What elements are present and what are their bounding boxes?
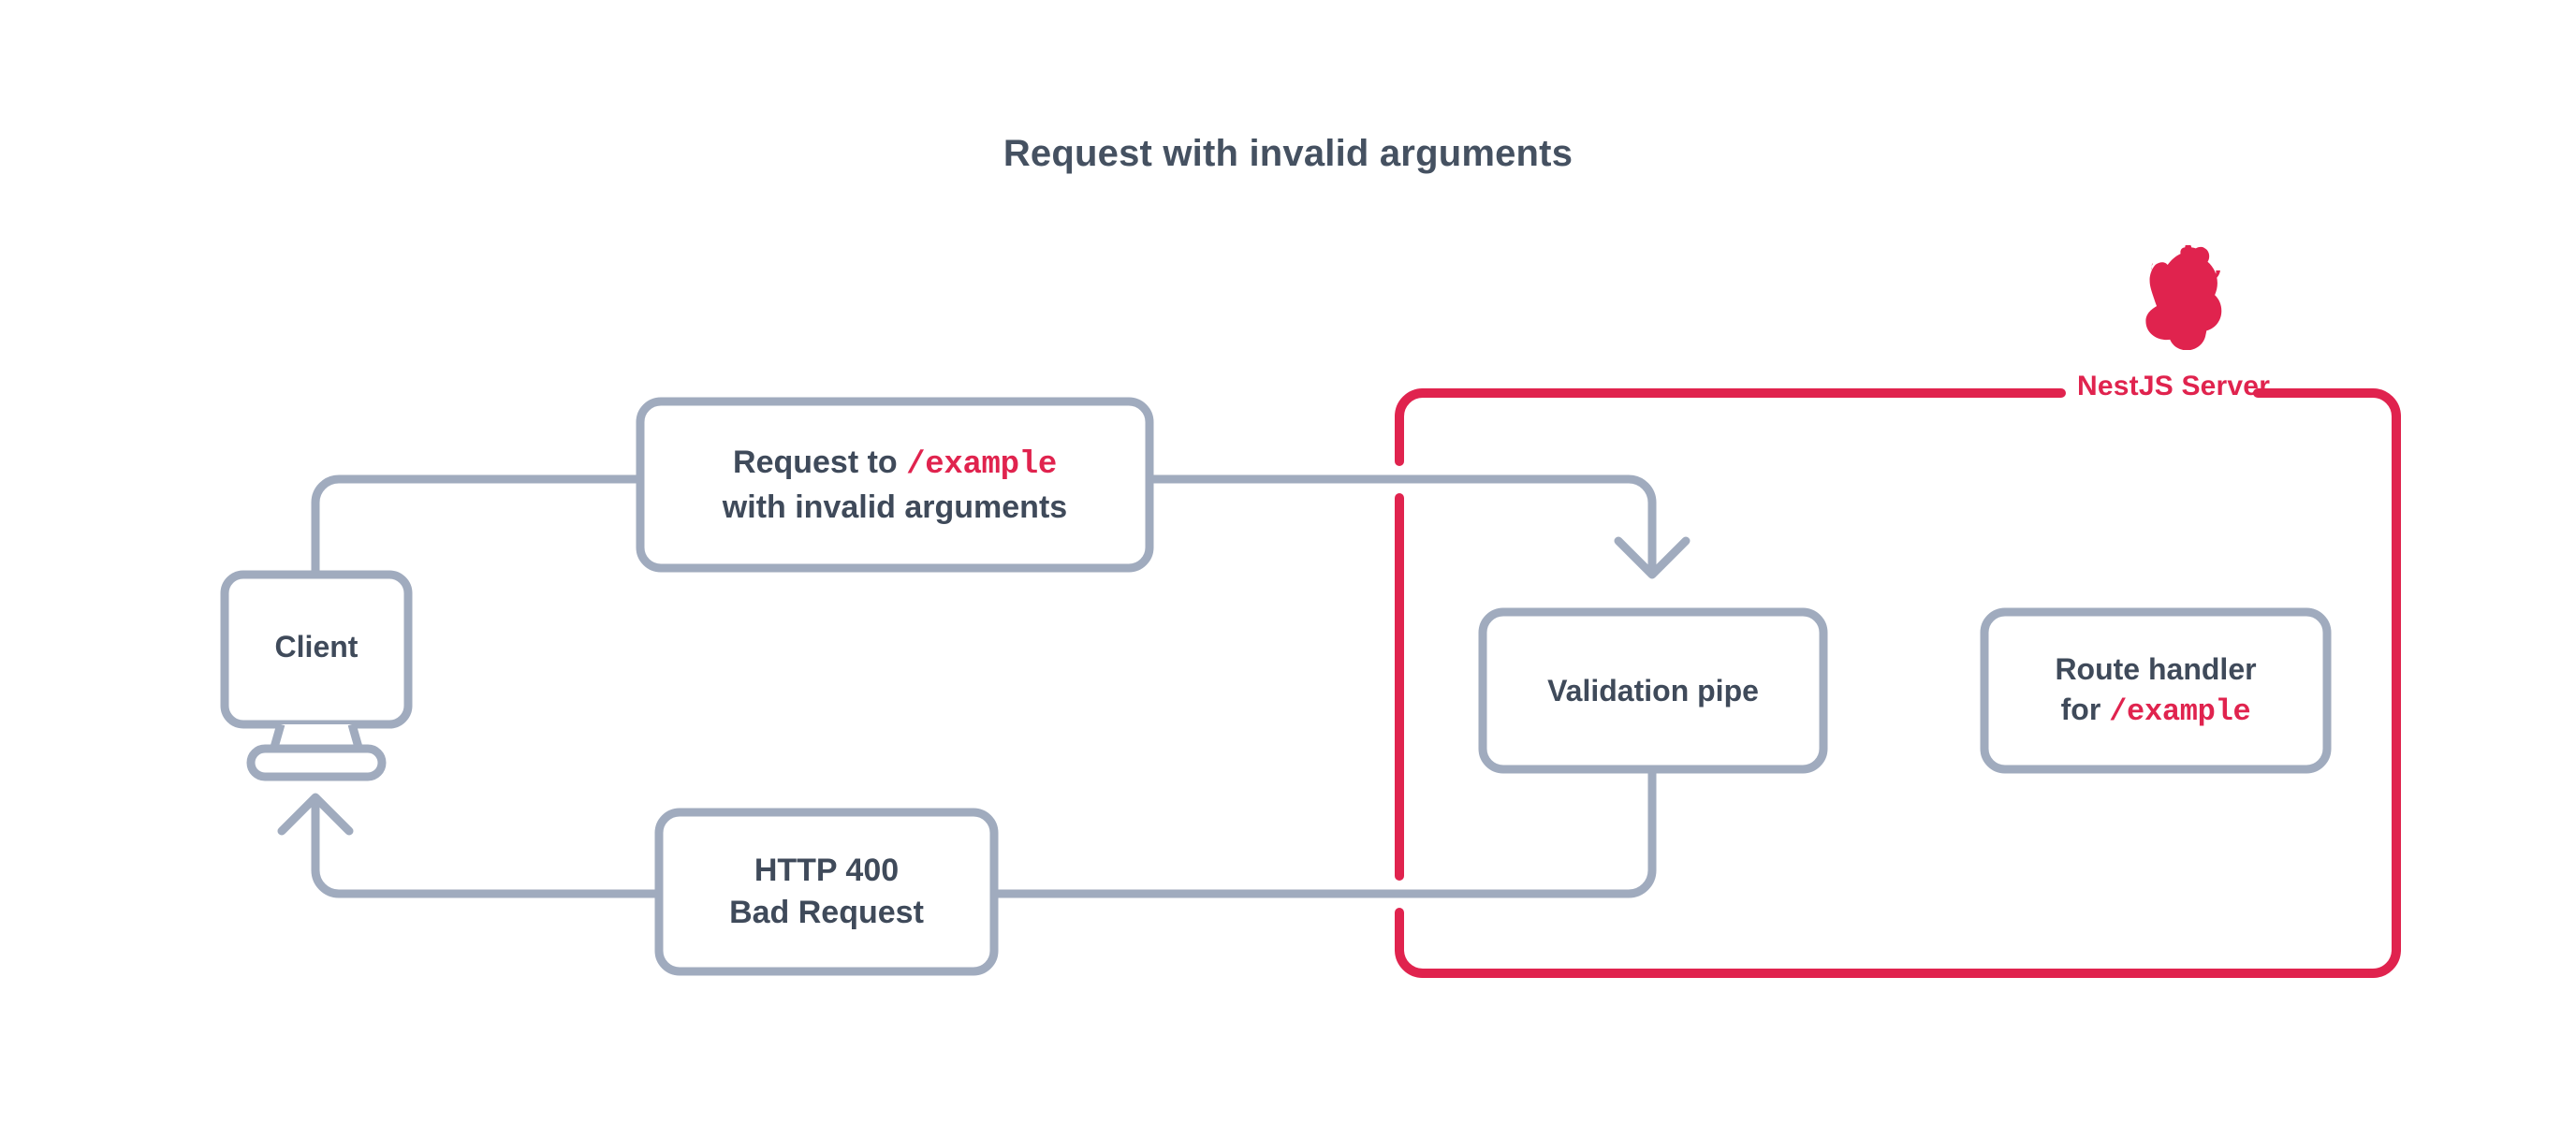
- nestjs-server-boundary: [1395, 388, 2401, 978]
- node-request-box[interactable]: [636, 397, 1154, 573]
- connector-http400-to-client: [311, 802, 660, 898]
- nestjs-logo-icon: [2145, 245, 2222, 350]
- connector-request-to-validation-pipe: [1149, 474, 1657, 570]
- node-validation-pipe-box[interactable]: [1478, 607, 1828, 774]
- arrowhead-down-into-validation-pipe: [1614, 536, 1690, 579]
- node-http400-box[interactable]: [654, 808, 999, 976]
- client-monitor-icon[interactable]: [220, 570, 413, 781]
- arrowhead-up-into-client: [277, 793, 354, 836]
- connector-client-to-request: [311, 474, 641, 577]
- connector-validation-pipe-to-http400: [993, 768, 1657, 898]
- node-route-handler-box[interactable]: [1980, 607, 2332, 774]
